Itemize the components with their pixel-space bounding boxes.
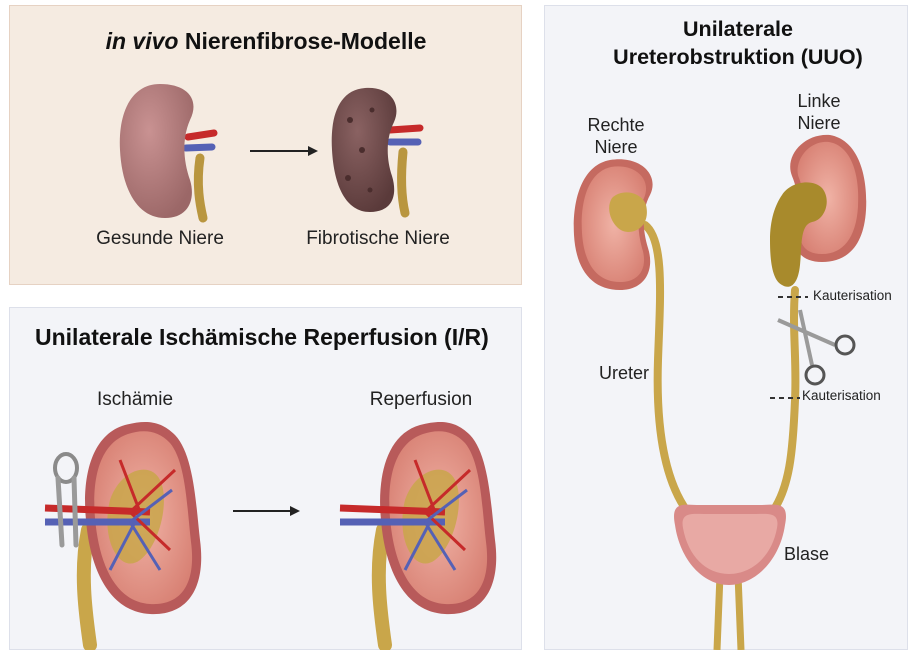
healthy-kidney-label: Gesunde Niere (96, 228, 224, 250)
right-kidney-label-line2: Niere (594, 136, 637, 158)
bladder-label: Blase (784, 544, 829, 565)
reperfusion-kidney-icon (340, 422, 496, 645)
arrow-icon (233, 506, 300, 516)
reperfusion-label: Reperfusion (370, 389, 472, 411)
cauterization-label-top: Kauterisation (813, 288, 892, 303)
arrow-icon (250, 146, 318, 156)
ischemia-label: Ischämie (97, 389, 173, 411)
ischemia-kidney-icon (45, 422, 201, 645)
fibrotic-kidney-label: Fibrotische Niere (306, 228, 450, 250)
ureter-label: Ureter (599, 363, 649, 384)
title-rest: Nierenfibrose-Modelle (178, 28, 426, 54)
uuo-title-line2: Ureterobstruktion (UUO) (613, 45, 863, 70)
healthy-kidney-icon (120, 84, 214, 218)
ir-title: Unilaterale Ischämische Reperfusion (I/R… (35, 324, 489, 351)
right-kidney-label-line1: Rechte (587, 114, 644, 136)
title-italic-part: in vivo (106, 28, 179, 54)
scissors-icon (778, 310, 854, 384)
cauterization-label-bottom: Kauterisation (802, 388, 881, 403)
uuo-title-line1: Unilaterale (683, 17, 793, 42)
left-kidney-label-line1: Linke (797, 90, 840, 112)
vascular-clamp-icon (55, 454, 77, 545)
bladder-icon (674, 505, 786, 650)
fibrotic-kidney-icon (332, 88, 420, 213)
right-kidney-icon (574, 159, 690, 515)
fibrosis-models-title: in vivo Nierenfibrose-Modelle (106, 28, 427, 55)
left-kidney-label-line2: Niere (797, 112, 840, 134)
